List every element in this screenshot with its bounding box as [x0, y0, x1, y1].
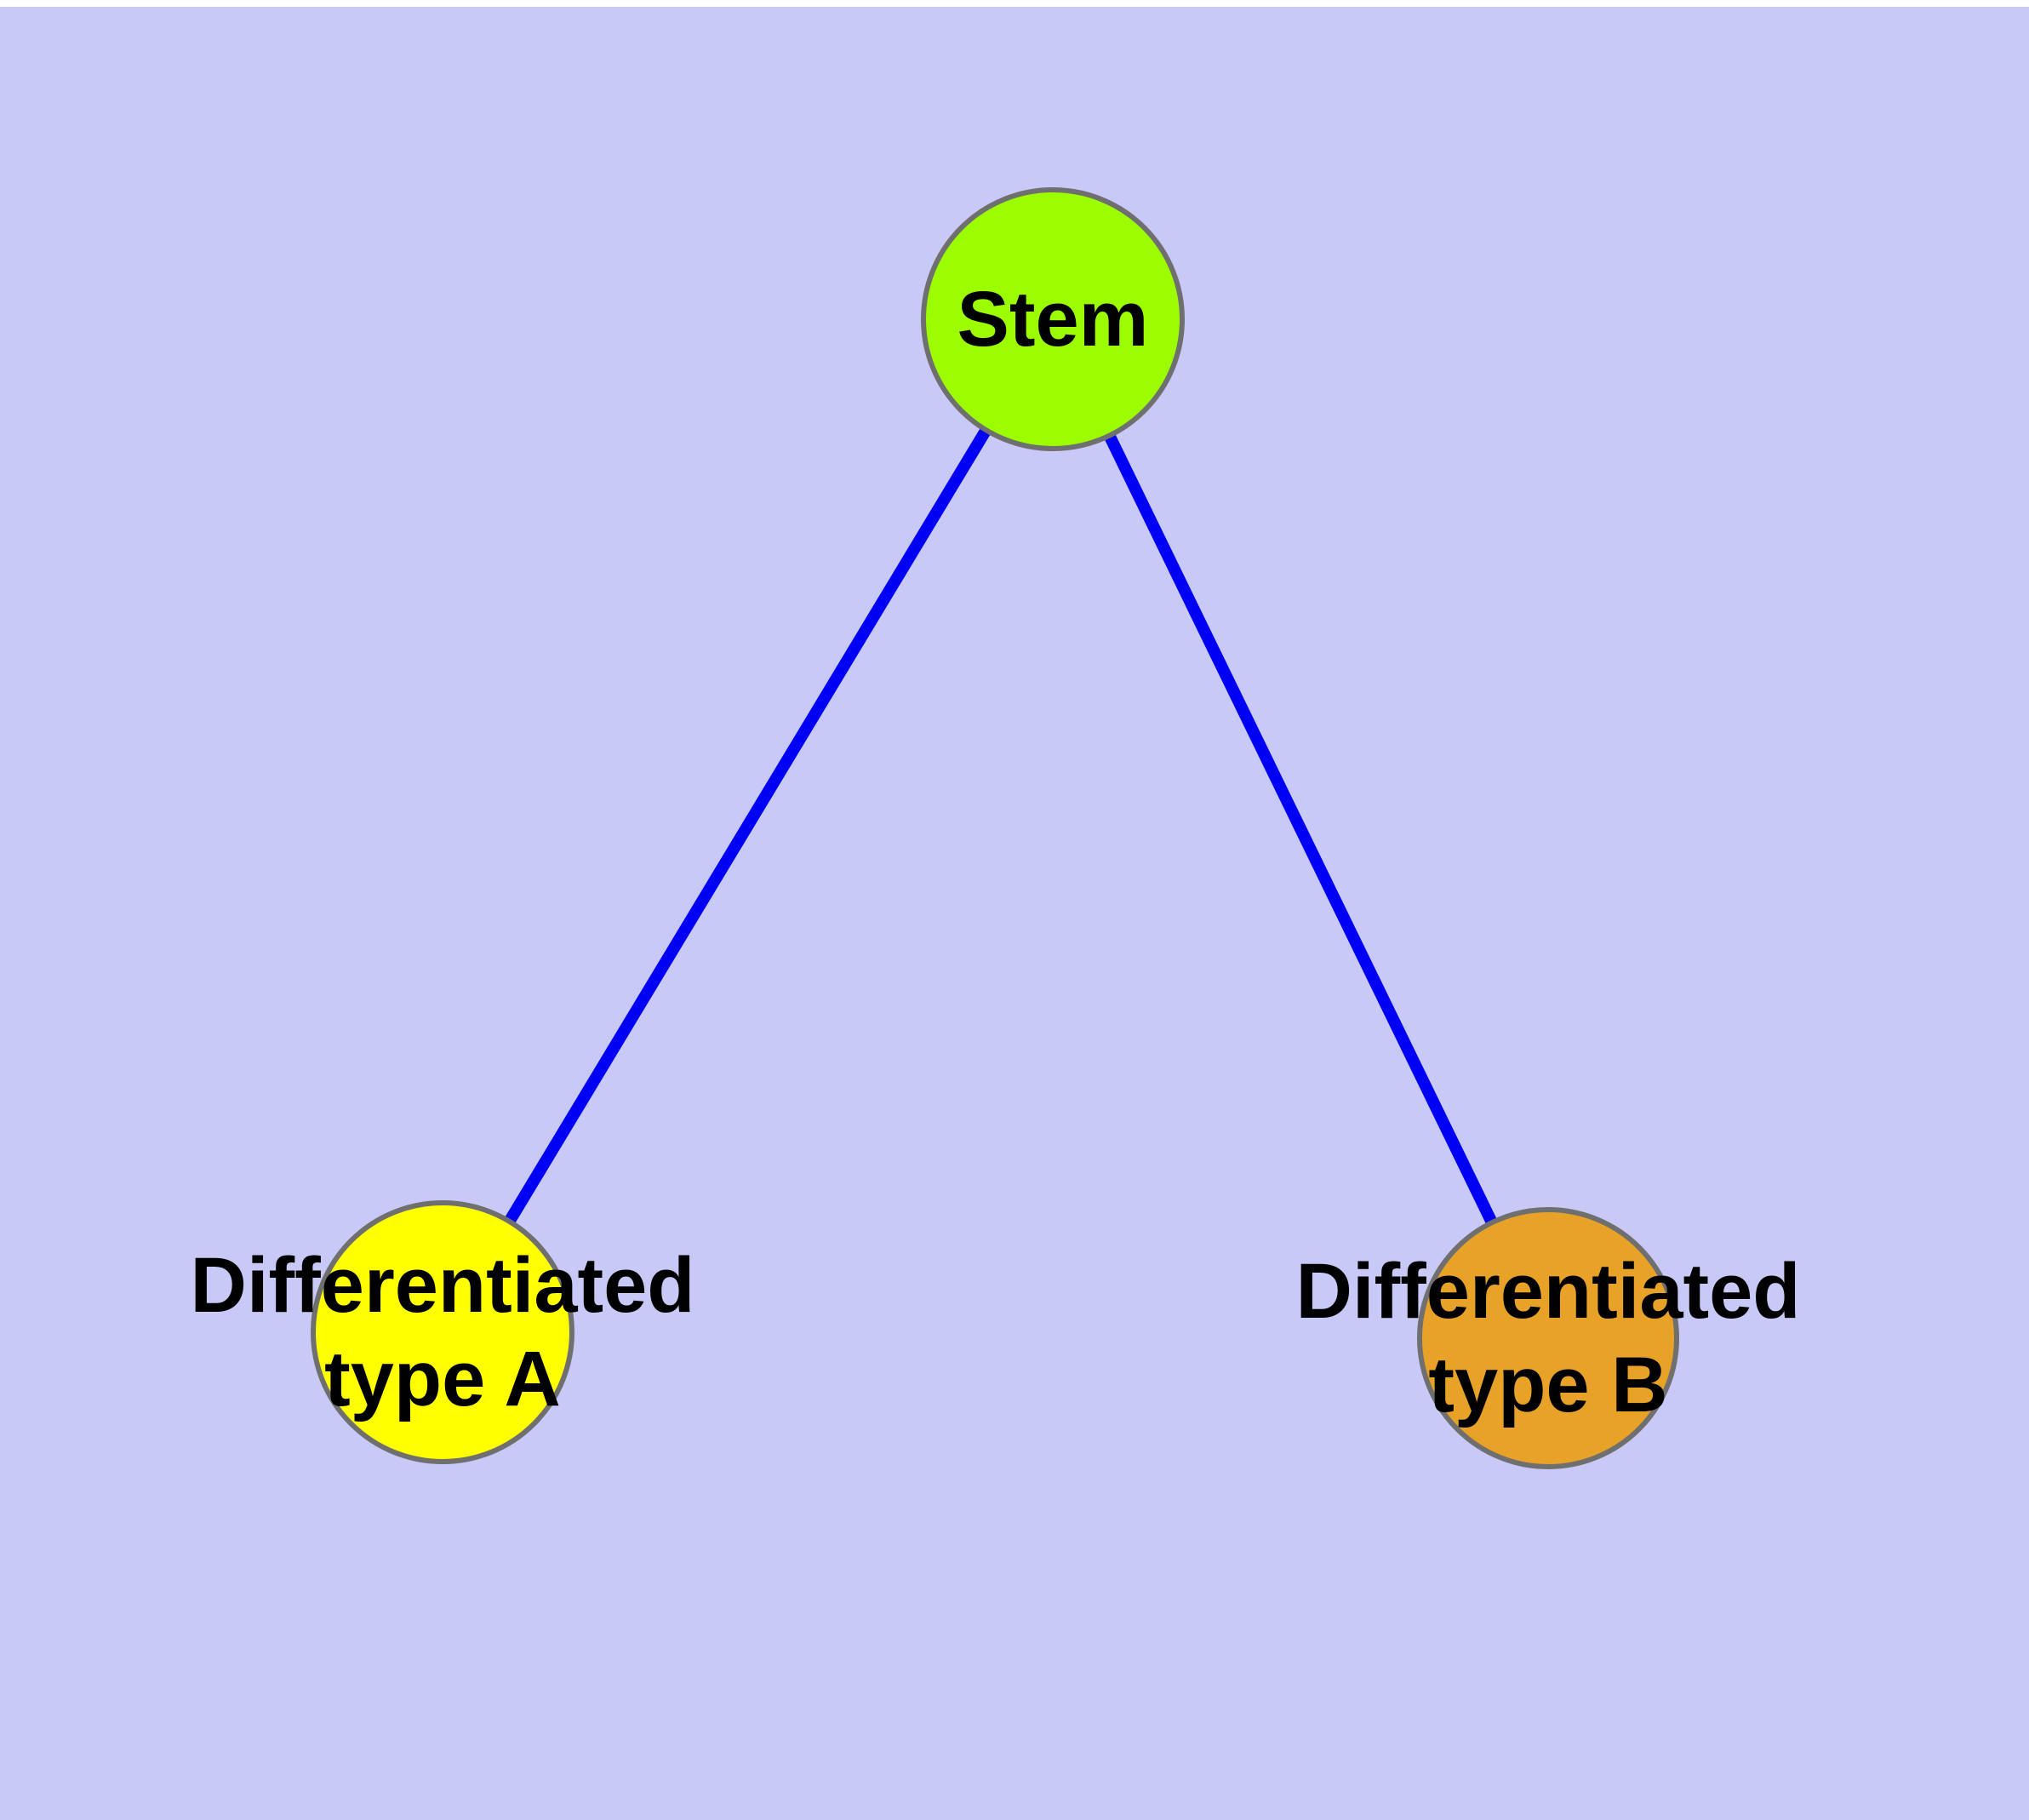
node-differentiated-type-b-circle [1417, 1207, 1679, 1469]
edge-stem-to-differentiated-type-b [1047, 316, 1554, 1342]
label-line: type A [324, 1336, 561, 1422]
node-differentiated-type-a-circle [311, 1200, 574, 1464]
node-stem-circle [921, 187, 1185, 451]
edge-stem-to-differentiated-type-a [437, 316, 1058, 1336]
label-line: type B [1428, 1342, 1668, 1428]
label-line: Differentiated [1295, 1248, 1801, 1335]
label-line: Stem [957, 276, 1149, 363]
node-stem-label: Stem [957, 272, 1149, 366]
label-line: Differentiated [190, 1242, 695, 1329]
